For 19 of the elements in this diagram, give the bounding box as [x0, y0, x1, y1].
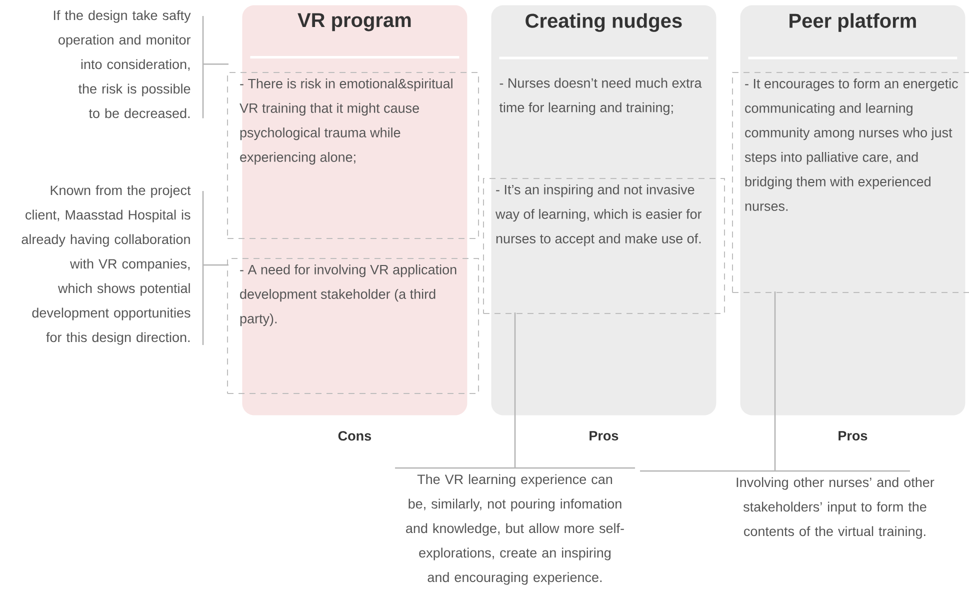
leader-line — [394, 312, 636, 469]
leader-line — [202, 190, 230, 346]
dashed-text-box: - There is risk in emotional&spiritual VR training that it might cause psychological trauma while experiencing alone; — [227, 72, 479, 239]
leader-line — [639, 290, 911, 472]
card-title: Peer platform — [790, 13, 916, 32]
option-card — [740, 5, 966, 416]
column-caption: Cons — [338, 431, 372, 441]
dashed-text-box: - A need for involving VR application development stakeholder (a third party). — [227, 258, 479, 394]
card-title: Creating nudges — [526, 13, 682, 32]
bottom-note: Involving other nurses’ and other stakeholders’ input to form the contents of the virtual training. — [736, 477, 934, 539]
side-note: If the design take safty operation and monitor into consideration, the risk is possible to be decreased. — [54, 10, 191, 118]
column-caption: Pros — [590, 431, 618, 440]
leader-line — [202, 15, 230, 119]
bottom-note: The VR learning experience can be, similarly, not pouring infomation and knowledge, but allow more self-explorations, create an inspiring and encouraging experience. — [406, 474, 624, 585]
dashed-text-box: - It’s an inspiring and not invasive way of learning, which is easier for nurses to accept and make use of. — [483, 178, 725, 314]
column-caption: Pros — [838, 431, 868, 440]
side-note: Known from the project client, Maasstad Hospital is already having collaboration with VR companies, which shows potential development opportunities for this design direction. — [22, 185, 191, 345]
card-title: VR program — [298, 13, 411, 32]
dashed-text-box: - It encourages to form an energetic communicating and learning community among nurses who just steps into palliative care, and bridging them with experienced nurses. — [732, 72, 969, 293]
